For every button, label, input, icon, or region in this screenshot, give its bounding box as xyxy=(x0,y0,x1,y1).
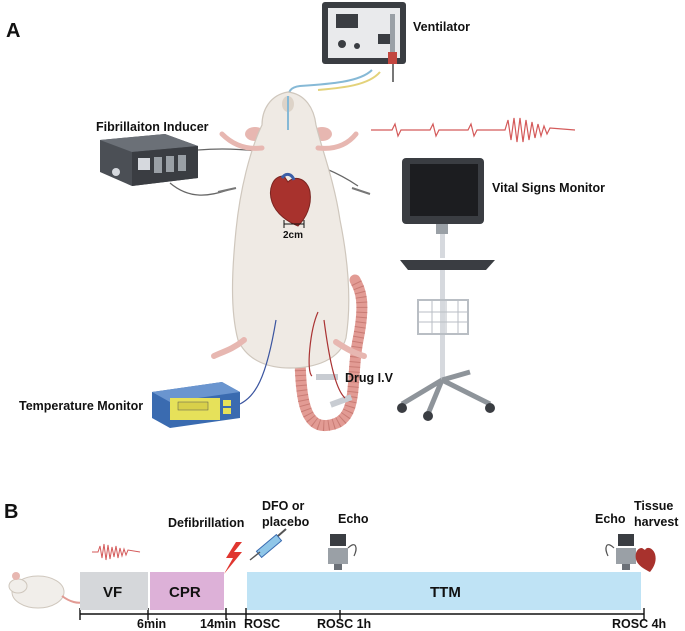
electrode-left xyxy=(217,187,237,193)
phase-ttm xyxy=(247,572,641,610)
syringe-icon xyxy=(249,528,287,561)
phase-ttm-label: TTM xyxy=(430,584,461,601)
scale-label: 2cm xyxy=(283,230,303,241)
ecg-trace xyxy=(371,117,576,143)
echo-label-2: Echo xyxy=(595,512,626,526)
phase-cpr-label: CPR xyxy=(169,584,201,601)
tick-rosc-1h: ROSC 1h xyxy=(317,617,371,631)
phase-vf-label: VF xyxy=(103,584,122,601)
fibrillation-inducer-label: Fibrillaiton Inducer xyxy=(96,120,209,134)
dfo-label-line1: DFO or xyxy=(262,499,304,513)
echo-machine-icon xyxy=(328,534,357,570)
tissue-label-line1: Tissue xyxy=(634,499,673,513)
heart-small-icon xyxy=(635,547,656,572)
rat-side-icon xyxy=(8,572,85,609)
vital-signs-monitor-label: Vital Signs Monitor xyxy=(492,181,605,195)
panel-a-letter: A xyxy=(6,20,20,42)
panel-b-letter: B xyxy=(4,501,18,523)
tick-14min: 14min xyxy=(200,617,236,631)
dfo-label-line2: placebo xyxy=(262,515,310,529)
heart-icon xyxy=(270,172,311,227)
rat-tail xyxy=(294,274,368,431)
tissue-label-line2: harvest xyxy=(634,515,679,529)
lightning-icon xyxy=(224,542,242,574)
electrode-right xyxy=(351,187,371,195)
tick-rosc-4h: ROSC 4h xyxy=(612,617,666,631)
vital-signs-monitor-icon xyxy=(397,158,495,421)
ventilator-label: Ventilator xyxy=(413,20,470,34)
phase-cpr xyxy=(150,572,224,610)
fibrillation-inducer-icon xyxy=(100,134,198,186)
temperature-monitor-icon xyxy=(152,382,240,428)
echo-machine-icon-2 xyxy=(605,534,636,570)
phase-vf xyxy=(80,572,148,610)
drug-iv-icon xyxy=(308,311,353,408)
drug-iv-label: Drug I.V xyxy=(345,371,394,385)
vf-wave xyxy=(92,543,141,561)
temperature-monitor-label: Temperature Monitor xyxy=(19,399,143,413)
vent-tube-2 xyxy=(317,71,381,91)
vent-tube xyxy=(287,69,373,101)
rat-illustration xyxy=(211,91,367,369)
echo-label-1: Echo xyxy=(338,512,369,526)
tick-rosc: ROSC xyxy=(244,617,280,631)
scale-bar xyxy=(283,220,305,228)
defibrillation-label: Defibrillation xyxy=(168,516,244,530)
ventilator-icon xyxy=(322,2,406,82)
tick-6min: 6min xyxy=(137,617,166,631)
